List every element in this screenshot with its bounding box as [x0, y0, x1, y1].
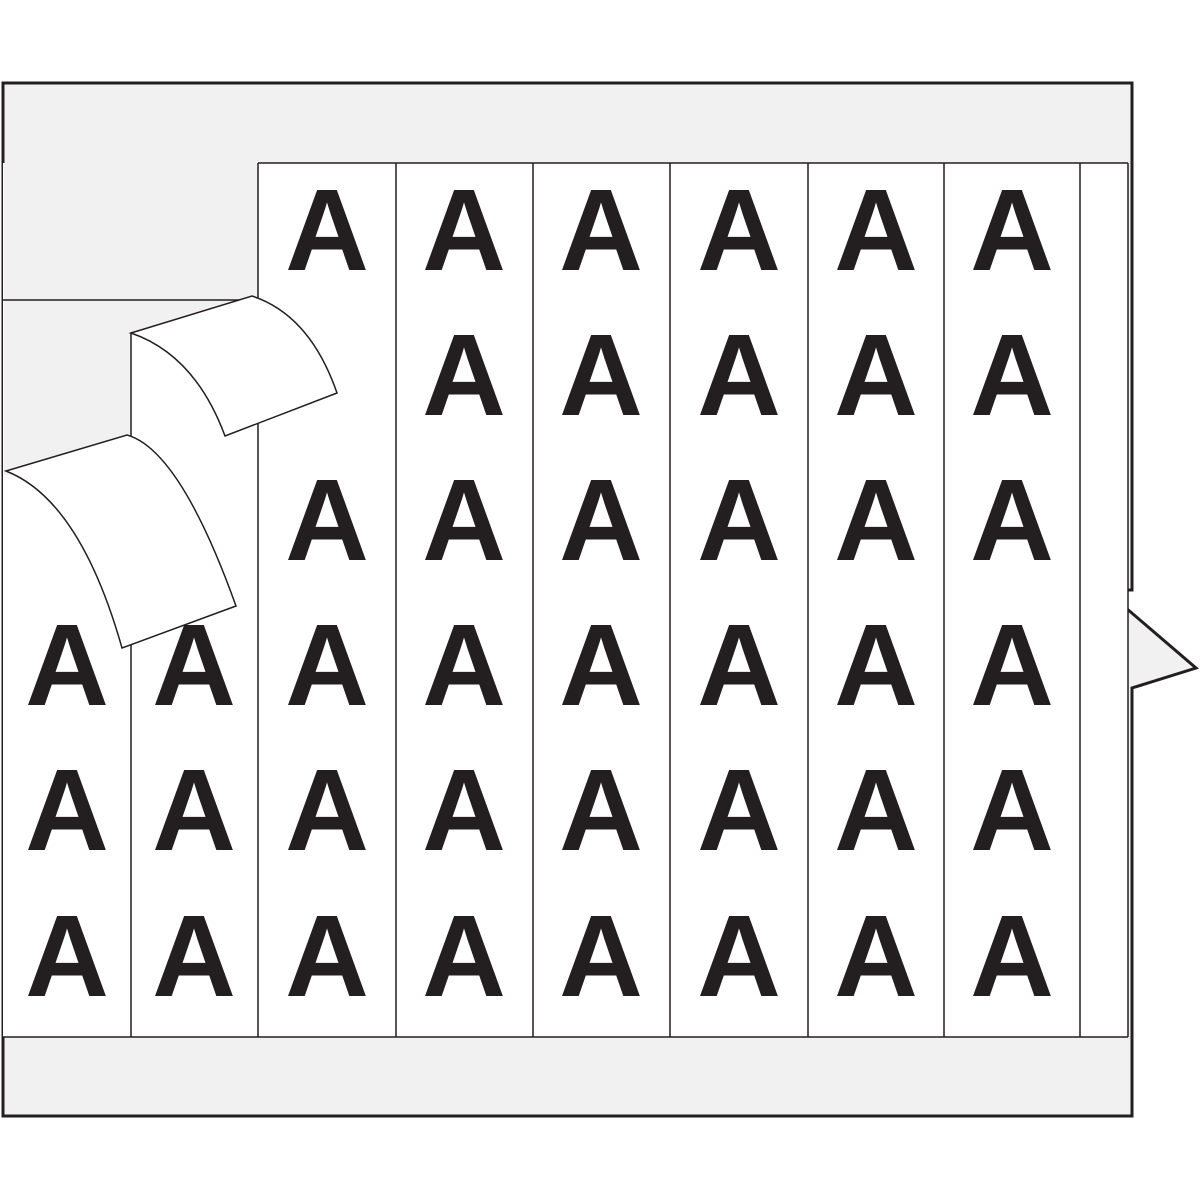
- label-letter: A: [970, 891, 1054, 1021]
- label-letter: A: [697, 891, 781, 1021]
- peeling-label-upper[interactable]: [128, 295, 338, 437]
- label-letter: A: [559, 165, 643, 295]
- label-letter: A: [422, 745, 506, 875]
- label-letter: A: [970, 310, 1054, 440]
- label-letter: A: [559, 745, 643, 875]
- label-letter: A: [970, 165, 1054, 295]
- label-letter: A: [834, 891, 918, 1021]
- label-letter: A: [559, 600, 643, 730]
- label-letter: A: [152, 891, 236, 1021]
- label-letter: A: [834, 310, 918, 440]
- label-letter: A: [834, 600, 918, 730]
- label-letter: A: [25, 600, 109, 730]
- label-letter: A: [422, 600, 506, 730]
- label-letter: A: [697, 165, 781, 295]
- label-letter: A: [697, 455, 781, 585]
- label-letter: A: [697, 600, 781, 730]
- label-letter: A: [559, 310, 643, 440]
- label-letter: A: [422, 310, 506, 440]
- label-letter: A: [970, 455, 1054, 585]
- label-letter: A: [152, 745, 236, 875]
- label-letter: A: [559, 891, 643, 1021]
- label-letter: A: [285, 600, 369, 730]
- label-letter: A: [25, 891, 109, 1021]
- label-letter: A: [834, 745, 918, 875]
- label-letter: A: [697, 310, 781, 440]
- exposed-liner-top: [4, 163, 258, 300]
- label-letter: A: [834, 455, 918, 585]
- label-letter: A: [25, 745, 109, 875]
- label-letter: A: [697, 745, 781, 875]
- label-letter: A: [970, 600, 1054, 730]
- label-letter: A: [970, 745, 1054, 875]
- label-letter: A: [285, 455, 369, 585]
- label-letter: A: [285, 165, 369, 295]
- label-letter: A: [422, 455, 506, 585]
- peeling-label-lower[interactable]: [3, 434, 237, 649]
- label-letter: A: [285, 745, 369, 875]
- label-letter: A: [559, 455, 643, 585]
- label-letter: A: [422, 891, 506, 1021]
- label-letter: A: [285, 891, 369, 1021]
- label-letter: A: [422, 165, 506, 295]
- label-letter: A: [834, 165, 918, 295]
